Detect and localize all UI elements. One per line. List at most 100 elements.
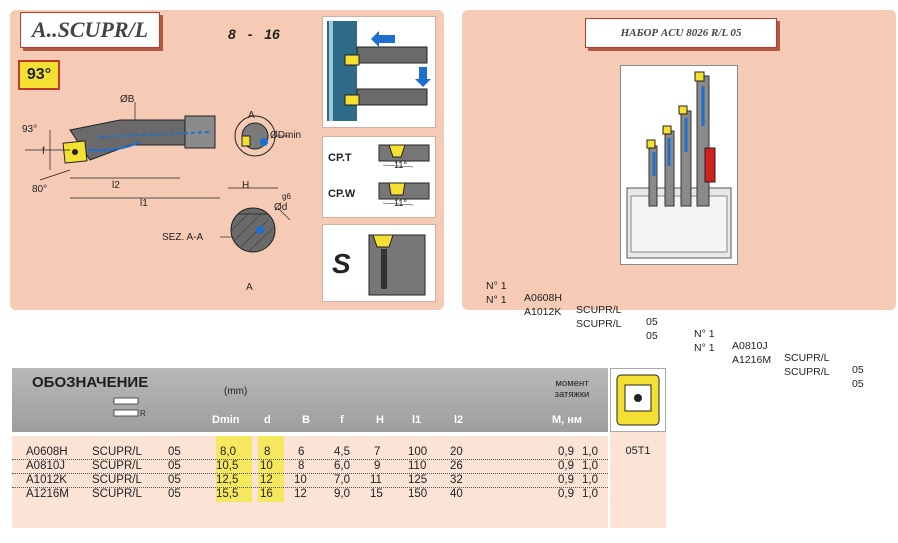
unit-label: (mm) [224, 386, 248, 397]
table-header [12, 368, 608, 432]
cell-f: 4,5 [334, 446, 350, 458]
cell-l2: 20 [450, 446, 463, 458]
cell-h: 15 [370, 488, 383, 500]
moment-label-line-1: момент [555, 378, 589, 389]
range-sep: - [247, 26, 253, 42]
header-h: H [376, 414, 384, 426]
cell-type: SCUPR/L [92, 474, 142, 486]
kit-size: 05 [646, 316, 658, 328]
moment-label: момент затяжки [542, 378, 602, 400]
dim-l1: l1 [140, 198, 148, 209]
cell-d: 12 [260, 474, 273, 486]
kit-type: SCUPR/L [784, 352, 830, 364]
size-range: 8 - 16 [228, 26, 280, 42]
kit-size: 05 [646, 330, 658, 342]
boring-operation-drawing [327, 21, 431, 121]
cp-t-angle: 11° [394, 160, 407, 170]
s-label: S [332, 248, 351, 279]
cell-code: A0810J [26, 460, 66, 472]
insert-code: 05T1 [625, 445, 651, 457]
cell-f: 6,0 [334, 460, 350, 472]
kit-line-2: N° 1 A1012K SCUPR/L 05 N° 1 A1216M SCUPR… [486, 282, 886, 390]
cell-h: 11 [370, 474, 382, 486]
cp-t-label: CP.T [328, 152, 352, 164]
table-body [12, 436, 608, 528]
dmin-column-highlight [216, 436, 252, 502]
s-clamp-box [322, 224, 436, 302]
range-from: 8 [228, 26, 236, 42]
boring-bar-drawing [25, 102, 291, 253]
cell-d: 10 [260, 460, 273, 472]
dim-h: H [242, 180, 250, 191]
header-dmin: Dmin [212, 414, 240, 426]
cell-l1: 100 [408, 446, 428, 458]
holder-icon: R [113, 397, 146, 418]
approach-angle-badge: 93° [18, 60, 60, 90]
moment-label-line-2: затяжки [554, 389, 590, 400]
s-clamp-drawing [368, 234, 426, 296]
cell-size: 05 [168, 474, 181, 486]
insert-types-box [322, 136, 436, 218]
d-column-highlight [258, 436, 284, 502]
header-b: B [302, 414, 310, 426]
dim-f: f [42, 146, 45, 157]
cell-f: 9,0 [334, 488, 350, 500]
tool-title: A..SCUPR/L [20, 12, 160, 48]
kit-qty: N° 1 [486, 294, 507, 306]
kit-line-1: N° 1 A0608H SCUPR/L 05 N° 1 A0810J SCUPR… [486, 268, 886, 376]
kit-code: A0608H [524, 292, 562, 304]
cell-type: SCUPR/L [92, 460, 142, 472]
boring-operation-box [322, 16, 436, 128]
kit-type: SCUPR/L [576, 304, 622, 316]
header-f: f [340, 414, 344, 426]
cell-torque-min: 0,9 [558, 488, 574, 500]
cell-l1: 125 [408, 474, 428, 486]
dim-label-a-bottom: A [246, 282, 253, 293]
cell-b: 8 [298, 460, 305, 472]
dim-l2: l2 [112, 180, 120, 191]
kit-code: A1012K [524, 306, 562, 318]
cell-d: 16 [260, 488, 273, 500]
cell-l2: 40 [450, 488, 463, 500]
dim-phi-b: ØB [120, 94, 135, 105]
cell-torque-min: 0,9 [558, 446, 574, 458]
kit-code: A1216M [732, 354, 772, 366]
dim-d-min: ØDmin [270, 130, 302, 141]
kit-photo [620, 65, 738, 265]
insert-icon [616, 374, 660, 426]
kit-photo-drawing [626, 71, 732, 259]
cell-dmin: 15,5 [216, 488, 239, 500]
dim-angle-93: 93° [22, 124, 38, 135]
cell-h: 9 [374, 460, 381, 472]
kit-title: НАБОР ACU 8026 R/L 05 [585, 18, 777, 48]
cell-h: 7 [374, 446, 381, 458]
cell-l1: 110 [408, 460, 427, 472]
header-l1: l1 [412, 414, 422, 426]
cell-b: 12 [294, 488, 307, 500]
kit-type: SCUPR/L [784, 366, 830, 378]
section-label: SEZ. A-A [162, 232, 204, 243]
cell-torque-max: 1,0 [582, 446, 598, 458]
dim-g6: g6 [282, 192, 291, 201]
cell-b: 6 [298, 446, 305, 458]
table-row: A0810J SCUPR/L 05 10,5 10 8 6,0 9 110 26… [12, 460, 608, 474]
cell-torque-min: 0,9 [558, 460, 574, 472]
kit-type: SCUPR/L [576, 318, 622, 330]
cell-d: 8 [264, 446, 271, 458]
cell-torque-min: 0,9 [558, 474, 574, 486]
header-torque: M, нм [552, 414, 583, 426]
dim-angle-80: 80° [32, 184, 48, 195]
cp-w-label: CP.W [328, 188, 356, 200]
header-d: d [264, 414, 271, 426]
dim-label-a-top: A [248, 110, 255, 121]
insert-header [610, 368, 666, 432]
table-row: A1216M SCUPR/L 05 15,5 16 12 9,0 15 150 … [12, 488, 608, 502]
insert-types-drawing [378, 144, 430, 206]
table-title: ОБОЗНАЧЕНИЕ [32, 374, 149, 391]
header-l2: l2 [454, 414, 464, 426]
specs-table: ОБОЗНАЧЕНИЕ R (mm) момент затяжки Dmin d… [12, 368, 608, 528]
cell-type: SCUPR/L [92, 446, 142, 458]
kit-code: A0810J [732, 340, 768, 352]
table-row: A1012K SCUPR/L 05 12,5 12 10 7,0 11 125 … [12, 474, 608, 488]
kit-size: 05 [852, 364, 864, 376]
